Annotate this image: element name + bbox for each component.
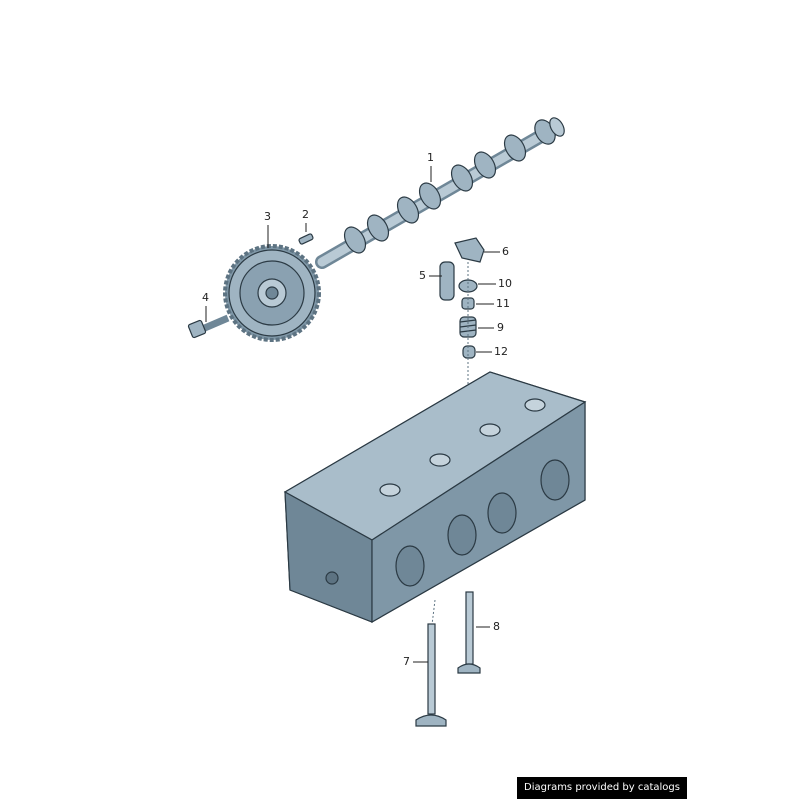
hydraulic-tappet[interactable] (439, 261, 455, 301)
spring-seat[interactable] (462, 345, 476, 359)
credit-banner: Diagrams provided by catalogs parts (517, 777, 687, 799)
callout-4[interactable]: 4 (202, 291, 209, 304)
callout-1[interactable]: 1 (427, 151, 434, 164)
callout-9[interactable]: 9 (497, 321, 504, 334)
callout-11[interactable]: 11 (496, 297, 510, 310)
callout-12[interactable]: 12 (494, 345, 508, 358)
callout-7[interactable]: 7 (403, 655, 410, 668)
woodruff-key[interactable] (298, 233, 314, 245)
intake-valve[interactable] (415, 623, 447, 727)
callout-3[interactable]: 3 (264, 210, 271, 223)
callout-10[interactable]: 10 (498, 277, 512, 290)
gear-bolt[interactable] (187, 314, 230, 339)
callout-2[interactable]: 2 (302, 208, 309, 221)
cylinder-head[interactable] (283, 371, 587, 624)
callout-5[interactable]: 5 (419, 269, 426, 282)
camshaft[interactable] (315, 115, 567, 269)
exhaust-valve[interactable] (457, 591, 481, 674)
camshaft-sprocket[interactable] (223, 244, 321, 342)
callout-6[interactable]: 6 (502, 245, 509, 258)
roller-rocker-arm[interactable] (454, 237, 485, 263)
callout-8[interactable]: 8 (493, 620, 500, 633)
